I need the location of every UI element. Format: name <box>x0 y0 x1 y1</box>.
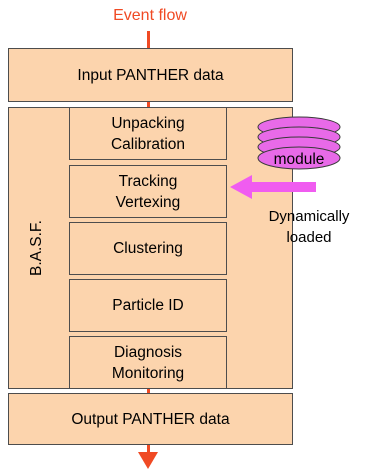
input-panther-data-box: Input PANTHER data <box>8 48 293 102</box>
basf-label: B.A.S.F. <box>28 220 45 276</box>
dynamically-loaded-note: Dynamically loaded <box>268 208 350 246</box>
module-stack-label: module <box>273 151 325 168</box>
event-flow-title: Event flow <box>113 7 187 24</box>
module-box-tracking-vertexing: Tracking Vertexing <box>69 165 227 218</box>
load-arrow <box>230 175 316 199</box>
output-panther-data-box: Output PANTHER data <box>8 393 293 445</box>
module-box-diagnosis-monitoring: Diagnosis Monitoring <box>69 336 227 389</box>
module-stack-icon <box>257 116 341 170</box>
event-flow-arrowhead <box>138 452 158 469</box>
module-box-particle-id: Particle ID <box>69 279 227 332</box>
module-box-unpacking-calibration: Unpacking Calibration <box>69 107 227 160</box>
module-box-clustering: Clustering <box>69 222 227 275</box>
